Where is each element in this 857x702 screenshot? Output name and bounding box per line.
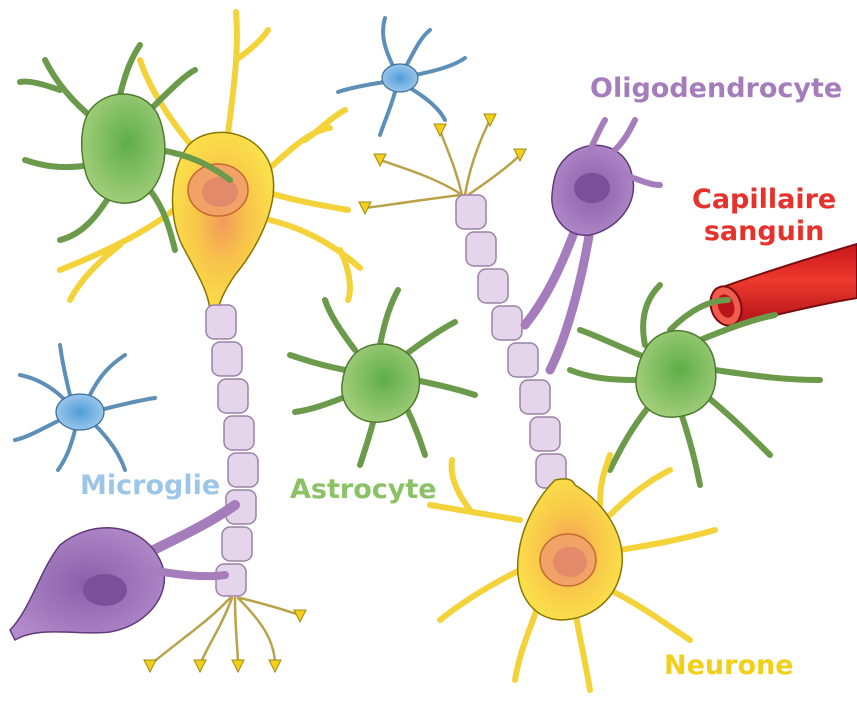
astrocyte-center	[290, 290, 475, 465]
microglia-top	[338, 18, 465, 135]
label-oligodendrocyte: Oligodendrocyte	[590, 73, 842, 104]
label-capillary-line1: Capillaire	[692, 184, 836, 216]
label-neuron: Neurone	[664, 650, 794, 681]
oligodendrocyte-bottom-left	[10, 505, 235, 640]
microglia-left	[15, 345, 155, 470]
label-blood-capillary: Capillaire sanguin	[692, 184, 836, 248]
label-capillary-line2: sanguin	[692, 216, 836, 248]
label-microglia: Microglie	[80, 470, 220, 501]
label-astrocyte: Astrocyte	[290, 474, 437, 505]
blood-capillary	[706, 244, 857, 330]
